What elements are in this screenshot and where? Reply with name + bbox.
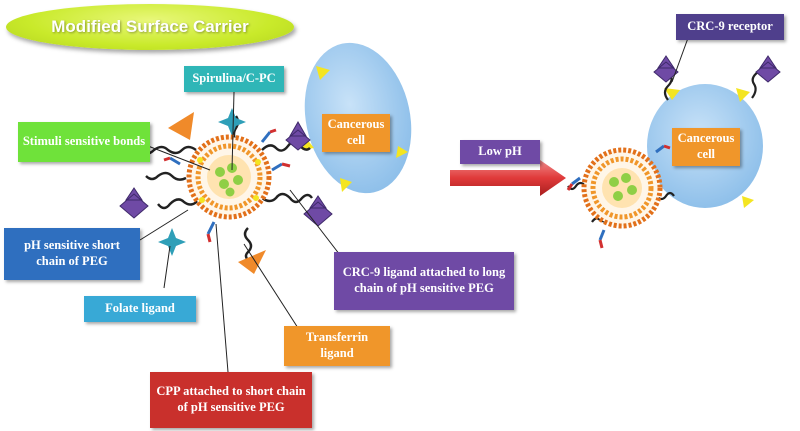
label-crc9-ligand: CRC-9 ligand attached to long chain of p… [334, 252, 514, 310]
nanocarrier-left [186, 134, 272, 220]
cell-receptor-right-3 [742, 196, 754, 208]
nanocarrier-right [581, 147, 663, 229]
peg-chains-left [141, 115, 313, 261]
crc9-ligand-left [119, 187, 149, 219]
receptor-ligand-left [653, 55, 679, 83]
transferrin-ligand-bottom [238, 250, 266, 274]
label-cancerous-cell-right: Cancerous cell [672, 128, 740, 166]
label-ph-sensitive-peg: pH sensitive short chain of PEG [4, 228, 140, 280]
crc9-ligand-top [285, 120, 311, 151]
leader-lines [139, 91, 341, 373]
label-low-ph: Low pH [460, 140, 540, 164]
label-transferrin-ligand: Transferrin ligand [284, 326, 390, 366]
cell-receptor-left-2 [396, 146, 408, 158]
cell-receptor-left-3 [340, 178, 352, 192]
cpp-peptides-right [566, 144, 671, 249]
label-cancerous-cell-left: Cancerous cell [322, 114, 390, 152]
label-crc9-receptor: CRC-9 receptor [676, 14, 784, 40]
cell-receptor-right-2 [736, 88, 750, 102]
label-folate-ligand: Folate ligand [84, 296, 196, 322]
receptor-leader [671, 37, 689, 83]
label-cpp: CPP attached to short chain of pH sensit… [150, 372, 312, 428]
folate-ligand-top [218, 108, 246, 136]
crc9-ligand-right [303, 195, 333, 227]
cpp-peptides-left [163, 128, 291, 243]
receptor-ligand-right [755, 55, 781, 83]
cell-receptor-left-1 [316, 66, 330, 80]
low-ph-arrow [450, 160, 566, 196]
cell-receptor-right-1 [664, 88, 680, 100]
label-spirulina: Spirulina/C-PC [184, 66, 284, 92]
diagram-title: Modified Surface Carrier [6, 4, 294, 50]
label-stimuli-sensitive-bonds: Stimuli sensitive bonds [18, 122, 150, 162]
transferrin-ligand-top [168, 112, 194, 140]
folate-ligand-bottom [158, 228, 186, 256]
